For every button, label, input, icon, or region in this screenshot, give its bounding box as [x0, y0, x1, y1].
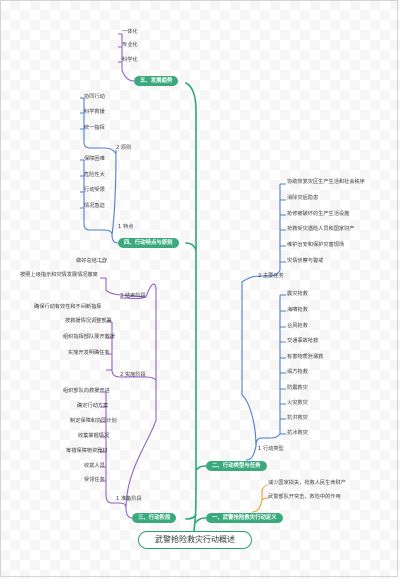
prep-item: 制定保障和协同计划: [70, 418, 117, 424]
impl-item: 确保行动有效性和不间断指挥: [34, 304, 102, 310]
definition-item-1: 减少国家损失，抢救人民生命财产: [268, 480, 346, 486]
type-item: 交通事故抢救: [287, 338, 319, 344]
prep-item: 受领任务: [84, 477, 105, 483]
impl-item: 组织指挥部队展开救援: [63, 334, 115, 340]
group-main-tasks: 2 主要任务: [258, 273, 284, 279]
branch-trends[interactable]: 五、发展趋势: [134, 76, 179, 86]
type-item: 抗洪救灾: [287, 415, 308, 421]
task-item: 灾情侦察与警戒: [287, 258, 324, 264]
group-action-types: 1 行动类型: [258, 446, 284, 452]
principle-item: 协同行动: [84, 94, 105, 100]
feature-item: 保障困难: [84, 156, 105, 162]
type-item: 塌方抢救: [287, 369, 308, 375]
group-end-phase: 3 结束阶段: [120, 293, 146, 299]
branch-definition[interactable]: 一、武警抢险救灾行动定义: [206, 513, 283, 523]
root-topic[interactable]: 武警抢险救灾行动概述: [138, 531, 252, 549]
prep-item: 筹措保障物资器材: [66, 448, 108, 454]
type-item: 海啸抢救: [287, 307, 308, 313]
group-principles: 2 原则: [116, 145, 132, 151]
task-item: 消除灾后隐患: [287, 195, 319, 201]
task-item: 抢救受灾遇险人员和国家财产: [287, 226, 355, 232]
end-item: 按照上级指示和灾情发展情况撤离: [20, 272, 98, 278]
group-prep-phase: 1 准备阶段: [116, 496, 142, 502]
task-item: 抢修被破坏的生产生活设施: [287, 211, 350, 217]
type-item: 震灾抢救: [287, 291, 308, 297]
branch-phases[interactable]: 三、行动阶段: [132, 513, 177, 523]
feature-item: 情况急迫: [84, 203, 105, 209]
trend-item: 科学化: [122, 57, 138, 63]
impl-item: 实施开发明确任务: [68, 350, 110, 356]
type-item: 有害物质泄漏救: [287, 354, 324, 360]
prep-item: 收拢人员: [84, 463, 105, 469]
type-item: 火灾救灾: [287, 400, 308, 406]
trend-item: 专业化: [122, 42, 138, 48]
impl-item: 按救援情况调整部署: [65, 318, 112, 324]
feature-item: 危险性大: [84, 172, 105, 178]
end-item: 做好总结工作: [76, 258, 108, 264]
definition-item-2: 武警部队开突击、救险中的作用: [268, 494, 341, 500]
feature-item: 行动受限: [84, 187, 105, 193]
type-item: 台风抢救: [287, 323, 308, 329]
branch-features-principles[interactable]: 四、行动特点与原则: [118, 238, 179, 248]
type-item: 抗冰救灾: [287, 430, 308, 436]
type-item: 防震救灾: [287, 385, 308, 391]
branch-types-tasks[interactable]: 二、行动类型与任务: [206, 461, 267, 471]
task-item: 维护治安和保护灾害现场: [287, 242, 345, 248]
prep-item: 组织部队向救援开进: [63, 388, 110, 394]
prep-item: 确定行动方案: [77, 403, 109, 409]
trend-item: 一体化: [122, 29, 138, 35]
group-features: 1 特点: [118, 224, 134, 230]
principle-item: 统一指挥: [84, 125, 105, 131]
principle-item: 科学救援: [84, 109, 105, 115]
task-item: 协助恢复灾区生产生活和社会秩序: [287, 179, 365, 185]
prep-item: 收集掌握情况: [78, 433, 110, 439]
group-impl-phase: 2 实施阶段: [120, 372, 146, 378]
